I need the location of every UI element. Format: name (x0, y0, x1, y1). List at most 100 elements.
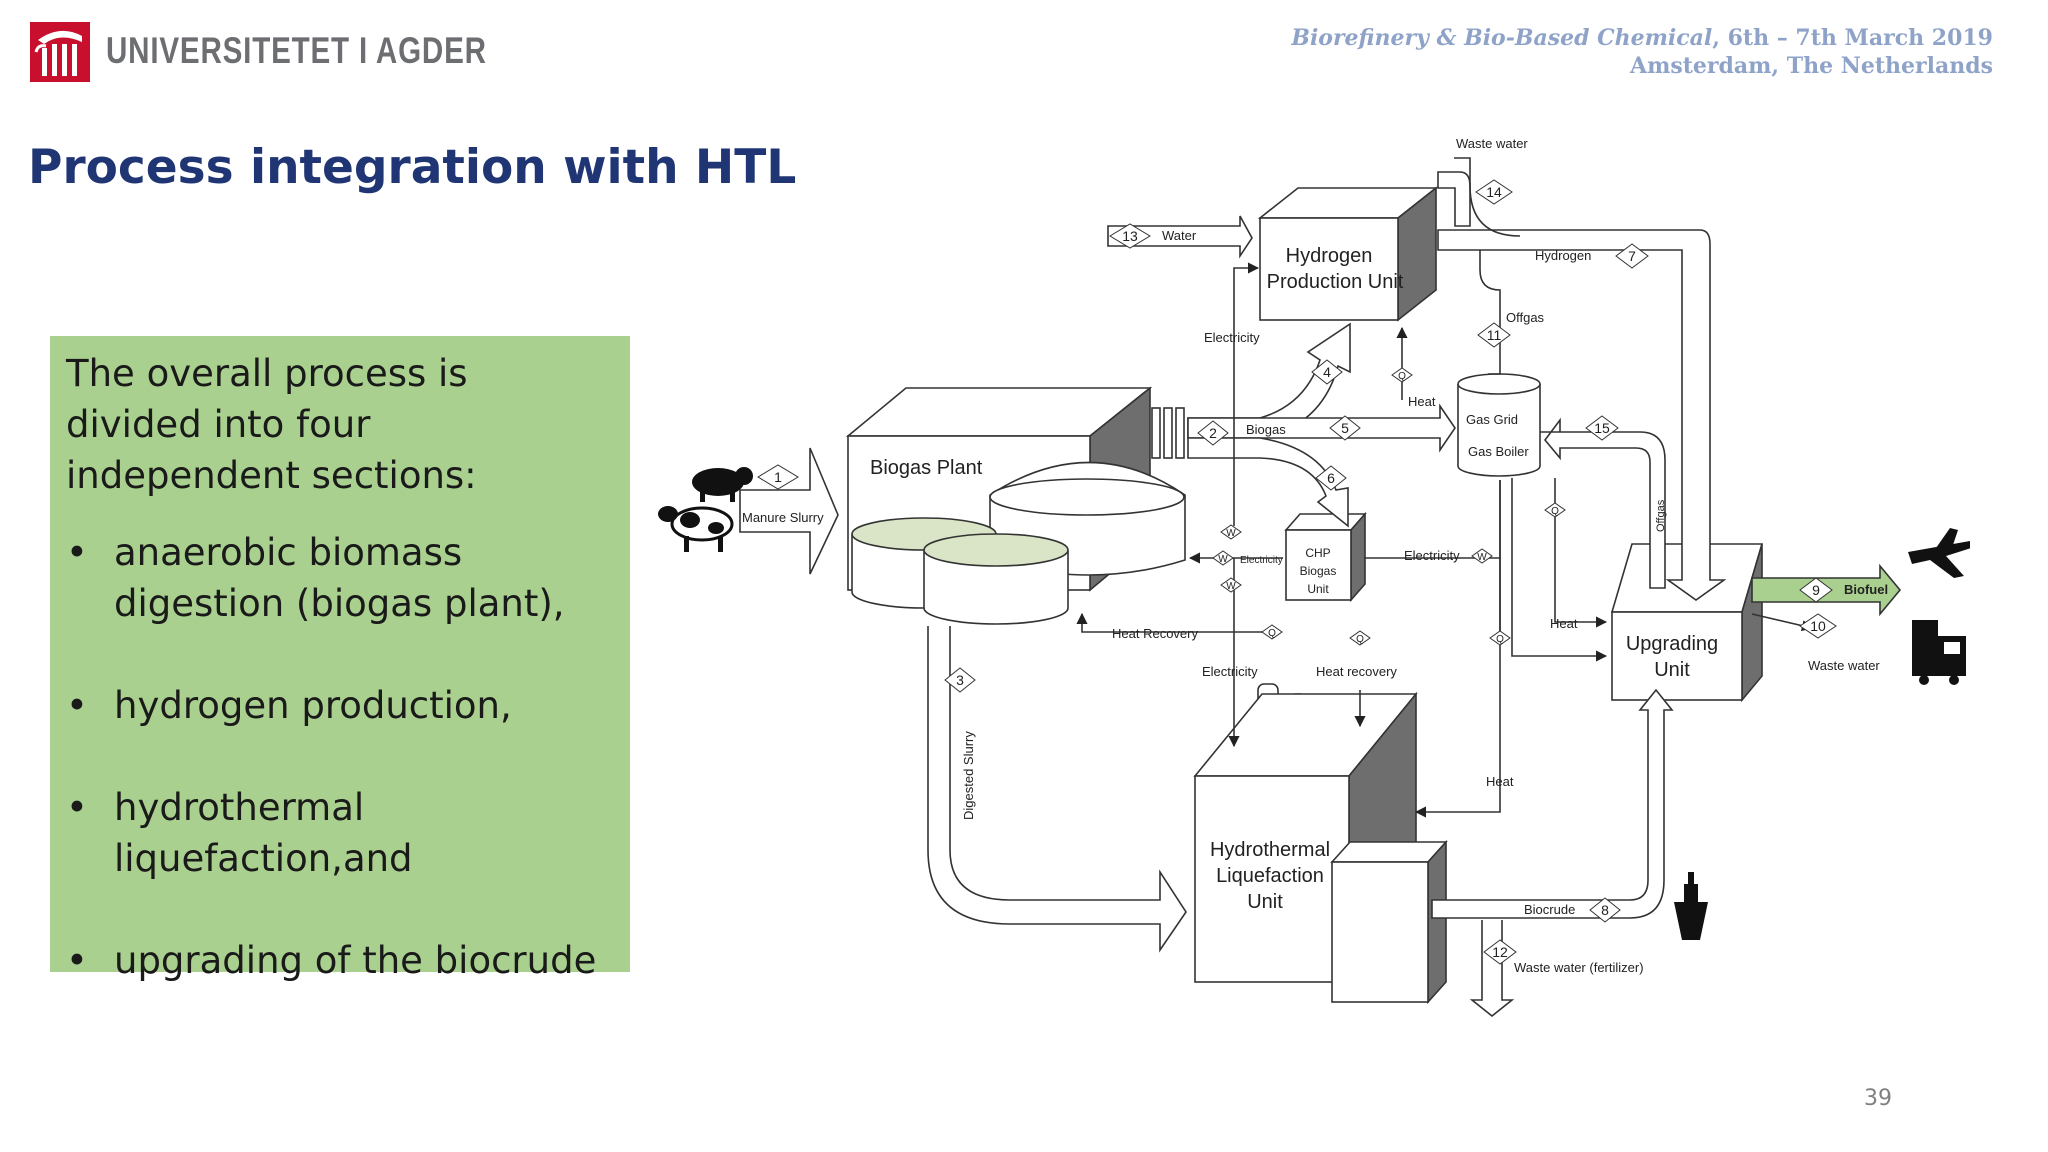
energy-tag-label: W (1226, 528, 1236, 539)
waste-water-fertilizer-arrow (1469, 920, 1515, 1018)
list-item: • hydrothermal liquefaction,and (66, 782, 614, 884)
university-name: UNIVERSITETET I AGDER (106, 30, 487, 71)
biogas-plant-label: Biogas Plant (870, 457, 983, 479)
list-item-text: hydrothermal liquefaction,and (114, 786, 413, 880)
stream-badge: 6 (1315, 465, 1347, 491)
hydrogen-production-unit: Hydrogen Production Unit (1257, 186, 1439, 322)
biogas-label: Biogas (1246, 422, 1286, 437)
stream-number: 14 (1486, 184, 1502, 200)
electricity-right-label: Electricity (1404, 548, 1460, 563)
ship-icon (1674, 872, 1708, 940)
stream-number: 2 (1209, 425, 1217, 441)
stream-number: 11 (1487, 327, 1502, 343)
upgrading-label-line2: Unit (1654, 659, 1690, 681)
energy-tag-label: Q (1496, 634, 1504, 645)
stream-labels: Manure Slurry Water Waste water Hydrogen… (742, 136, 1888, 975)
heat-recovery-left-label: Heat Recovery (1112, 626, 1198, 641)
energy-tag: Q (1489, 630, 1511, 646)
chp-label-line2: Biogas (1300, 564, 1337, 578)
energy-tag: W (1471, 548, 1493, 564)
heat-mid-label: Heat (1550, 616, 1578, 631)
hydrogen-to-upgrading-arrow (1437, 229, 1727, 601)
digested-slurry-label: Digested Slurry (961, 731, 976, 820)
sections-textbox: The overall process is divided into four… (50, 336, 630, 982)
energy-tag: Q (1544, 502, 1566, 518)
stream-number: 9 (1812, 582, 1820, 598)
gas-boiler-label: Gas Boiler (1468, 444, 1529, 459)
upgrading-label-line1: Upgrading (1626, 633, 1718, 655)
electricity-bottom-label: Electricity (1202, 664, 1258, 679)
stream-badge: 13 (1109, 223, 1151, 249)
stream-number: 1 (774, 469, 782, 485)
energy-tag-label: Q (1356, 634, 1364, 645)
water-label: Water (1162, 228, 1197, 243)
waste-water-top-arrow (1454, 157, 1521, 237)
stream-number: 6 (1327, 470, 1335, 486)
htl-label-line3: Unit (1247, 891, 1283, 913)
stream-number: 10 (1810, 618, 1826, 634)
energy-tag: Q (1349, 630, 1371, 646)
waste-water-top-label: Waste water (1456, 136, 1528, 151)
hydrogen-label: Hydrogen (1535, 248, 1591, 263)
biocrude-arrow (1431, 688, 1674, 919)
waste-water-fertilizer-label: Waste water (fertilizer) (1514, 960, 1644, 975)
energy-tag: Q (1261, 624, 1283, 640)
process-diagram: Biogas Plant Hydrogen Production Unit Ga… (658, 136, 1970, 1018)
stream-badge: 14 (1475, 179, 1513, 205)
electricity-top-label: Electricity (1204, 330, 1260, 345)
stream-number: 4 (1323, 364, 1331, 380)
list-item: •upgrading of the biocrude (66, 935, 614, 986)
energy-tag-label: Q (1398, 371, 1406, 382)
energy-tag-label: Q (1551, 506, 1559, 517)
stream-badge: 1 (757, 464, 799, 490)
list-item: • hydrogen production, (66, 680, 614, 731)
stream-number: 8 (1601, 902, 1609, 918)
list-item: •anaerobic biomass digestion (biogas pla… (66, 527, 614, 629)
htl-label-line2: Liquefaction (1216, 865, 1324, 887)
stream-badge: 3 (944, 667, 976, 693)
bullet-icon: • (66, 531, 88, 574)
stream-number: 15 (1594, 420, 1610, 436)
energy-tag: W (1220, 577, 1242, 593)
stream-badge: 11 (1477, 322, 1511, 348)
energy-tags: W W W W Q Q Q Q Q (1212, 367, 1566, 646)
university-logo-icon (30, 22, 90, 82)
energy-tag-label: W (1226, 581, 1236, 592)
conference-dates: , 6th – 7th March 2019 (1712, 25, 1993, 51)
stream-badge: 8 (1589, 897, 1621, 923)
waste-water-right-label: Waste water (1808, 658, 1880, 673)
htl-label-line1: Hydrothermal (1210, 839, 1330, 861)
slide-title: Process integration with HTL (28, 140, 797, 195)
cow-icon (658, 506, 734, 552)
stream-numbers: 1 2 3 4 5 6 7 8 9 10 11 12 13 14 15 (757, 179, 1837, 965)
stream-number: 13 (1122, 228, 1138, 244)
energy-tag: Q (1391, 367, 1413, 383)
heat-right-label: Heat (1486, 774, 1514, 789)
offgas-arrow (1479, 250, 1501, 375)
conference-name: Biorefinery & Bio-Based Chemical (1291, 25, 1713, 51)
bullet-icon: • (66, 684, 88, 727)
energy-tag-label: Q (1268, 628, 1276, 639)
conference-info: Biorefinery & Bio-Based Chemical, 6th – … (1291, 24, 1993, 80)
manure-slurry-label: Manure Slurry (742, 510, 824, 525)
electricity-chp-label: Electricity (1240, 555, 1283, 566)
list-item-text: hydrogen production, (114, 684, 512, 727)
biogas-to-chp-arrow (1187, 437, 1349, 528)
stream-badge: 5 (1329, 415, 1361, 441)
stream-badge: 4 (1311, 359, 1343, 385)
chp-label-line3: Unit (1307, 582, 1329, 596)
bullet-icon: • (66, 786, 88, 829)
truck-icon (1912, 620, 1966, 685)
stream-badge: 2 (1197, 420, 1229, 446)
offgas-to-grid-arrow (1540, 417, 1666, 589)
stream-badge: 7 (1615, 243, 1649, 269)
conference-location: Amsterdam, The Netherlands (1630, 53, 1993, 79)
heat-top-label: Heat (1408, 394, 1436, 409)
sections-intro: The overall process is divided into four… (66, 352, 477, 497)
energy-tag-label: W (1477, 552, 1487, 563)
gas-grid-label: Gas Grid (1466, 412, 1518, 427)
manure-slurry-arrow (739, 447, 839, 575)
stream-badge: 10 (1799, 613, 1837, 639)
stream-number: 7 (1628, 248, 1636, 264)
energy-tag: W (1220, 524, 1242, 540)
